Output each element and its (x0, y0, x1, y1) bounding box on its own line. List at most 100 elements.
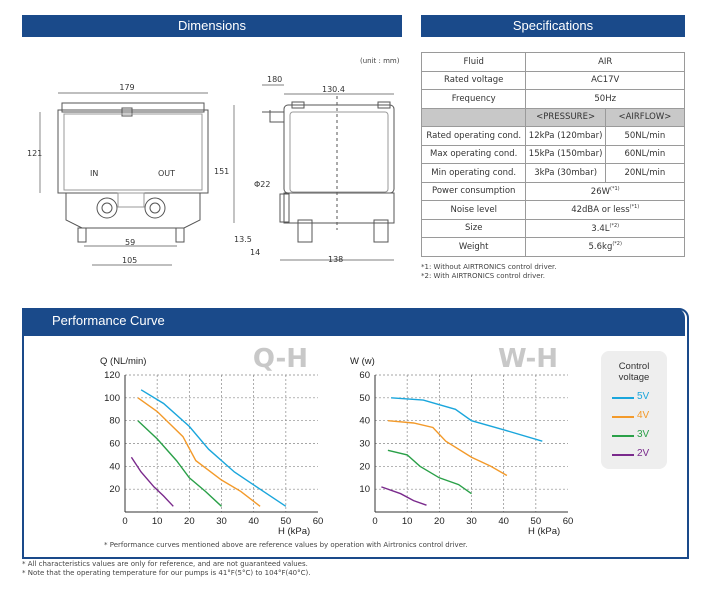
chart-title: W-H (498, 345, 558, 374)
series-line-3V (137, 420, 222, 507)
legend-box (601, 351, 667, 469)
spec-airflow: 60NL/min (604, 144, 686, 164)
spec-value-text: 50Hz (594, 93, 617, 104)
spec-label: Weight (420, 237, 527, 257)
spec-label: Min operating cond. (420, 163, 527, 183)
x-tick-label: 50 (531, 516, 542, 527)
y-tick-label: 120 (104, 370, 120, 381)
y-axis-label: Q (NL/min) (100, 356, 146, 367)
dim-14: 14 (250, 248, 260, 257)
spec-label (420, 107, 527, 127)
specifications-header: Specifications (421, 15, 685, 37)
x-tick-label: 20 (434, 516, 445, 527)
spec-label: Power consumption (420, 181, 527, 201)
y-tick-label: 80 (109, 416, 120, 427)
spec-row: Fluid AIR (420, 52, 685, 72)
y-tick-label: 60 (359, 370, 370, 381)
dimensions-header: Dimensions (22, 15, 402, 37)
x-tick-label: 60 (563, 516, 574, 527)
performance-header (22, 308, 685, 336)
spec-value-text: AC17V (591, 75, 620, 86)
legend-swatch (612, 454, 634, 456)
label-in: IN (90, 169, 98, 178)
x-tick-label: 0 (372, 516, 377, 527)
spec-label: Rated voltage (420, 70, 527, 90)
legend-label: 5V (637, 391, 650, 402)
y-tick-label: 20 (359, 461, 370, 472)
dim-179: 179 (119, 83, 134, 92)
spec-value: 42dBA or less(*1) (525, 200, 685, 220)
y-tick-label: 50 (359, 393, 370, 404)
spec-row: Max operating cond.15kPa (150mbar)60NL/m… (420, 144, 686, 164)
x-tick-label: 40 (498, 516, 509, 527)
series-line-4V (137, 397, 261, 507)
series-line-5V (140, 389, 287, 507)
spec-row: Rated operating cond.12kPa (120mbar)50NL… (420, 126, 686, 146)
spec-row: Min operating cond.3kPa (30mbar)20NL/min (420, 163, 686, 183)
spec-row: Rated voltage AC17V (420, 70, 685, 90)
spec-pressure: 15kPa (150mbar) (525, 144, 606, 164)
x-tick-label: 20 (184, 516, 195, 527)
x-tick-label: 40 (248, 516, 259, 527)
legend-label: 3V (637, 429, 650, 440)
x-tick-label: 0 (122, 516, 127, 527)
performance-title: Performance Curve (52, 313, 165, 328)
dim-13: 13.5 (234, 235, 252, 244)
spec-value: 50Hz (525, 89, 685, 109)
legend-title-1: Control (618, 361, 650, 372)
footer-notes: * All characteristics values are only fo… (22, 560, 310, 578)
performance-panel (22, 308, 689, 559)
spec-pressure: <PRESSURE> (525, 107, 606, 127)
legend-item: 3V (612, 429, 662, 441)
legend-title-2: voltage (618, 372, 650, 383)
spec-pressure: 12kPa (120mbar) (525, 126, 606, 146)
y-tick-label: 10 (359, 484, 370, 495)
spec-value: 26W(*1) (525, 181, 685, 201)
spec-pressure: 3kPa (30mbar) (525, 163, 606, 183)
legend-item: 4V (612, 410, 662, 422)
x-tick-label: 30 (466, 516, 477, 527)
x-tick-label: 50 (281, 516, 292, 527)
spec-footnote-mark: (*1) (629, 204, 640, 211)
spec-row: <PRESSURE><AIRFLOW> (420, 107, 686, 127)
spec-value: AIR (525, 52, 685, 72)
series-line-2V (130, 456, 174, 507)
series-line-2V (381, 486, 427, 506)
footer-note-1: * All characteristics values are only fo… (22, 560, 308, 568)
y-tick-label: 60 (109, 439, 120, 450)
spec-value-text: AIR (598, 56, 613, 67)
x-tick-label: 10 (402, 516, 413, 527)
y-axis-label: W (w) (350, 356, 375, 367)
footer-note-2: * Note that the operating temperature fo… (22, 569, 311, 577)
spec-value-text: 26W (590, 186, 611, 197)
spec-airflow: 50NL/min (604, 126, 686, 146)
spec-footnote-mark: (*2) (612, 241, 622, 248)
spec-note-1: *1: Without AIRTRONICS control driver. (421, 263, 557, 271)
series-line-5V (391, 397, 543, 442)
dim-121: 121 (27, 149, 42, 158)
spec-label: Noise level (420, 200, 527, 220)
dim-138: 138 (328, 255, 343, 264)
dim-105: 105 (122, 256, 137, 265)
performance-footnote: * Performance curves mentioned above are… (104, 541, 468, 549)
spec-value: 3.4L(*2) (525, 218, 685, 238)
y-tick-label: 30 (359, 439, 370, 450)
x-tick-label: 30 (216, 516, 227, 527)
spec-airflow: 20NL/min (604, 163, 686, 183)
dimensions-title: Dimensions (178, 18, 246, 33)
spec-footnote-mark: (*2) (609, 222, 620, 229)
x-tick-label: 60 (313, 516, 324, 527)
spec-label: Size (420, 218, 527, 238)
series-line-4V (387, 420, 508, 477)
spec-label: Fluid (420, 52, 527, 72)
dim-130: 130.4 (322, 85, 345, 94)
y-tick-label: 100 (104, 393, 120, 404)
dim-151: 151 (214, 167, 229, 176)
series-line-3V (387, 449, 472, 495)
x-axis-label: H (kPa) (528, 526, 560, 537)
